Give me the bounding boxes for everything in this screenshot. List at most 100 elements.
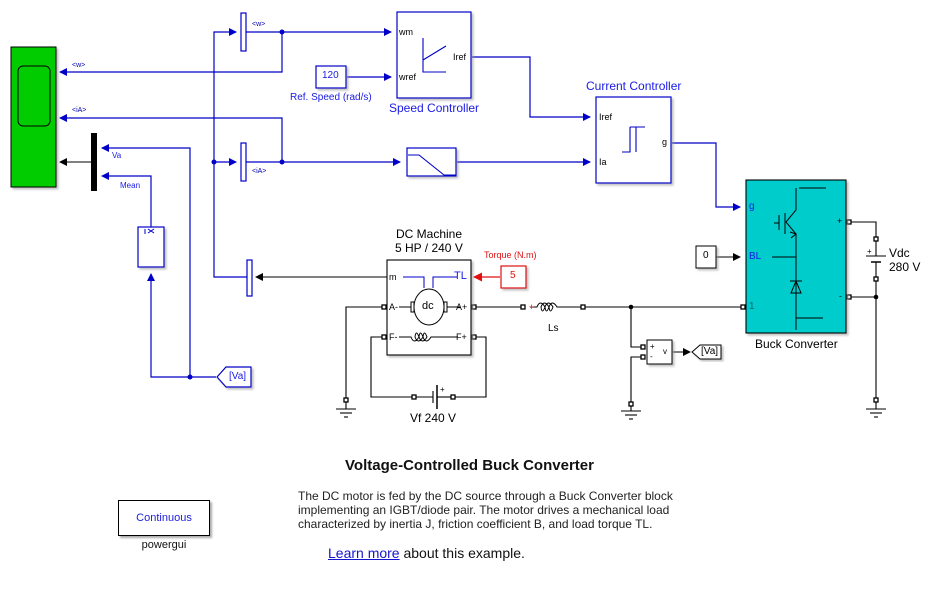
ground-icons — [336, 402, 886, 420]
inductor-icon — [530, 302, 581, 312]
field-source-name: Vf 240 V — [410, 411, 457, 425]
learn-more-line: Learn more about this example. — [328, 545, 525, 561]
converter-in-bl: BL — [749, 251, 762, 262]
mux-in-va-label: Va — [112, 151, 122, 160]
current-controller-in-ia: Ia — [599, 157, 607, 167]
speed-controller-in-wref: wref — [399, 72, 417, 82]
selector-ia-label: <iA> — [252, 168, 267, 175]
ground-icon — [866, 402, 886, 418]
field-battery-icon — [416, 385, 451, 409]
from-va-block[interactable] — [216, 366, 252, 388]
scope-icon — [17, 65, 51, 127]
dc-machine-port-f-plus: F+ — [456, 332, 467, 342]
dc-machine-port-m: m — [389, 272, 397, 282]
powergui-name: powergui — [141, 539, 187, 551]
torque-constant[interactable] — [500, 265, 527, 289]
speed-ref-value: 120 — [322, 70, 339, 81]
wire-f-minus[interactable] — [370, 336, 414, 398]
mean-block[interactable] — [137, 226, 165, 268]
dc-machine-port-tl: TL — [454, 270, 467, 282]
torque-value: 5 — [510, 270, 516, 281]
field-winding-icon — [399, 332, 458, 342]
selector-w-block[interactable] — [240, 12, 247, 52]
line-va-to-mean[interactable] — [147, 273, 190, 378]
svg-text:+: + — [529, 302, 534, 312]
line-iref[interactable] — [472, 56, 591, 121]
converter-plus: + — [837, 216, 843, 226]
powergui-mode: Continuous — [136, 512, 192, 524]
ground-icon — [621, 406, 641, 420]
goto-va-block[interactable] — [691, 344, 722, 360]
line-va-to-mux[interactable] — [101, 144, 216, 378]
dc-machine-icon-text: dc — [422, 300, 434, 312]
shaft-icon — [403, 276, 457, 288]
dc-machine-name-line1: DC Machine — [396, 227, 463, 241]
vdc-name-line2: 280 V — [889, 260, 921, 274]
speed-controller-block[interactable] — [396, 11, 472, 99]
converter-port-1: 1 — [749, 301, 755, 312]
speed-controller-name: Speed Controller — [389, 101, 480, 115]
voltage-measurement-block[interactable] — [646, 339, 673, 365]
voltmeter-plus: + — [650, 342, 655, 351]
line-bus-to-selector-w[interactable] — [213, 28, 248, 278]
from-va-tag: [Va] — [229, 371, 247, 382]
goto-va-tag: [Va] — [701, 346, 719, 357]
current-controller-name: Current Controller — [586, 79, 682, 93]
signal-lines — [59, 28, 741, 378]
pi-controller-icon — [422, 38, 447, 73]
dc-machine-port-a-plus: A+ — [456, 302, 468, 312]
torque-label: Torque (N.m) — [484, 250, 537, 260]
current-controller-out-g: g — [662, 137, 668, 147]
signal-junctions — [187, 29, 285, 380]
physical-lines — [59, 158, 877, 404]
converter-minus: - — [839, 291, 842, 301]
voltmeter-minus: - — [650, 352, 653, 361]
dc-machine-name-line2: 5 HP / 240 V — [395, 241, 463, 255]
scope-in-ia-label: <iA> — [72, 107, 87, 114]
current-controller-block[interactable] — [595, 96, 672, 184]
bl-constant-value: 0 — [703, 250, 709, 261]
line-mean-to-mux[interactable] — [101, 172, 152, 228]
vdc-battery-icon — [866, 241, 886, 277]
converter-in-g: g — [749, 201, 755, 212]
speed-ref-constant[interactable] — [315, 65, 347, 89]
bus-selector-block[interactable] — [246, 259, 253, 297]
mux-in-mean-label: Mean — [120, 181, 141, 190]
mux-block[interactable] — [91, 133, 97, 191]
selector-w-label: <w> — [252, 21, 266, 28]
voltmeter-out: v — [663, 347, 667, 356]
current-controller-in-iref: Iref — [599, 112, 613, 122]
vdc-name-line1: Vdc — [889, 246, 910, 260]
speed-ref-label: Ref. Speed (rad/s) — [290, 92, 372, 103]
wire-voltmeter-minus[interactable] — [630, 356, 643, 404]
bl-constant[interactable] — [695, 245, 717, 269]
svg-text:+: + — [440, 385, 445, 394]
selector-ia-block[interactable] — [240, 142, 247, 182]
wire-f-plus[interactable] — [453, 336, 487, 398]
speed-controller-in-wm: wm — [399, 27, 413, 37]
wire-conv-plus-vdc[interactable] — [850, 221, 877, 240]
line-gate[interactable] — [672, 142, 741, 211]
filter-icon — [408, 154, 456, 176]
wire-a-minus-ground[interactable] — [345, 306, 384, 400]
diagram-title: Voltage-Controlled Buck Converter — [345, 457, 594, 474]
learn-more-suffix: about this example. — [399, 545, 525, 561]
ground-icon — [336, 402, 356, 418]
line-ia-to-scope[interactable] — [59, 114, 283, 162]
mean-icon — [144, 228, 155, 234]
powergui-block[interactable]: Continuous — [118, 500, 210, 536]
scope-in-w-label: <w> — [72, 62, 86, 69]
dc-machine-port-a-minus: A- — [389, 302, 398, 312]
wire-voltmeter-plus[interactable] — [630, 307, 643, 348]
hysteresis-icon — [622, 126, 645, 153]
physical-ports — [343, 219, 879, 407]
svg-text:+: + — [867, 247, 872, 256]
line-w-to-scope[interactable] — [59, 32, 283, 76]
igbt-diode-icon — [772, 187, 826, 330]
learn-more-link[interactable]: Learn more — [328, 545, 400, 561]
filter-block[interactable] — [406, 147, 457, 177]
diagram-description: The DC motor is fed by the DC source thr… — [298, 489, 673, 531]
dc-machine-port-f-minus: F- — [389, 332, 398, 342]
speed-controller-out-iref: Iref — [453, 52, 467, 62]
